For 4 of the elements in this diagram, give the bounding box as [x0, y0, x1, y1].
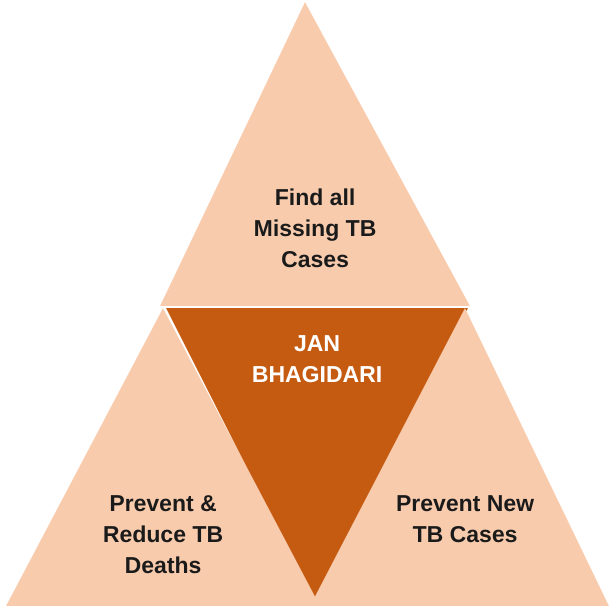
segment-label: Find all Missing TB Cases — [252, 183, 378, 274]
segment-label: JAN BHAGIDARI — [250, 329, 384, 389]
segment-label: Prevent New TB Cases — [395, 489, 535, 549]
segment-label: Prevent & Reduce TB Deaths — [102, 489, 224, 580]
